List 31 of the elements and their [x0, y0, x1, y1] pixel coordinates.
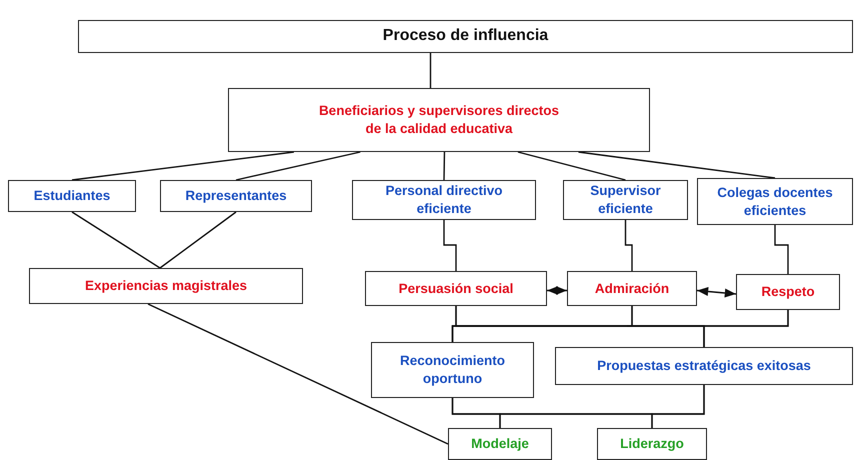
concept-box: Experiencias magistrales [29, 268, 303, 304]
concept-box: Admiración [567, 271, 697, 306]
connector-line [72, 211, 160, 269]
connector-line [443, 220, 457, 271]
connector-line [160, 211, 236, 269]
concept-box: Colegas docentes eficientes [697, 178, 853, 225]
connector-line [148, 303, 448, 445]
concept-box: Beneficiarios y supervisores directos de la calidad educativa [228, 88, 650, 152]
connector-line [774, 225, 789, 274]
connector-line [236, 151, 360, 181]
connector-line [578, 151, 776, 179]
connector-line [430, 53, 432, 88]
concept-box: Modelaje [448, 428, 552, 460]
concept-box: Propuestas estratégicas exitosas [555, 347, 853, 385]
concept-box: Liderazgo [597, 428, 707, 460]
concept-box: Representantes [160, 180, 312, 212]
connector-line [443, 152, 446, 180]
concept-box: Respeto [736, 274, 840, 310]
title-box: Proceso de influencia [78, 20, 853, 53]
connector-line [624, 220, 633, 271]
concept-box: Personal directivo eficiente [352, 180, 536, 220]
double-arrow [547, 286, 567, 295]
connector-line [651, 385, 705, 428]
connector-line [518, 151, 626, 181]
double-arrow [696, 287, 736, 298]
concept-box: Estudiantes [8, 180, 136, 212]
concept-box: Persuasión social [365, 271, 547, 306]
concept-box: Supervisor eficiente [563, 180, 688, 220]
connector-line [626, 310, 789, 347]
connector-line [72, 151, 294, 181]
concept-box: Reconocimiento oportuno [371, 342, 534, 398]
